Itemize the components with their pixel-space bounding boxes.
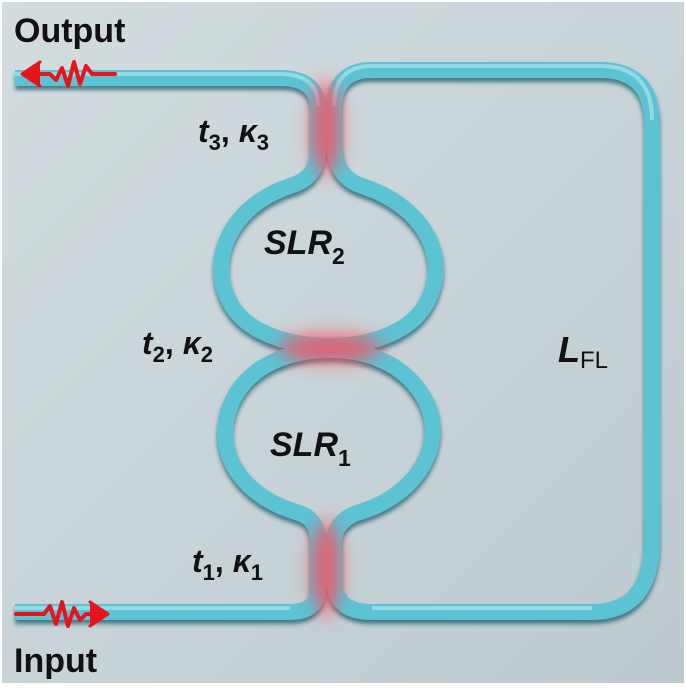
waveguide-highlight (15, 64, 654, 610)
input-arrow-icon (14, 600, 110, 628)
coupler-glow-bottom (312, 520, 340, 616)
slr2-label: SLR2 (264, 224, 345, 269)
output-arrow-icon (20, 60, 117, 88)
coupling-label-3: t3, κ3 (198, 113, 269, 155)
lfl-label: LFL (558, 329, 608, 374)
coupling-label-2: t2, κ2 (142, 325, 213, 367)
slr1-label: SLR1 (270, 426, 351, 471)
waveguide (15, 62, 660, 620)
coupler-glow-middle (278, 334, 382, 362)
coupler-glows (278, 80, 382, 616)
coupling-label-1: t1, κ1 (192, 543, 263, 585)
input-label: Input (14, 642, 97, 680)
coupler-glow-top (312, 80, 340, 176)
output-label: Output (14, 12, 125, 50)
